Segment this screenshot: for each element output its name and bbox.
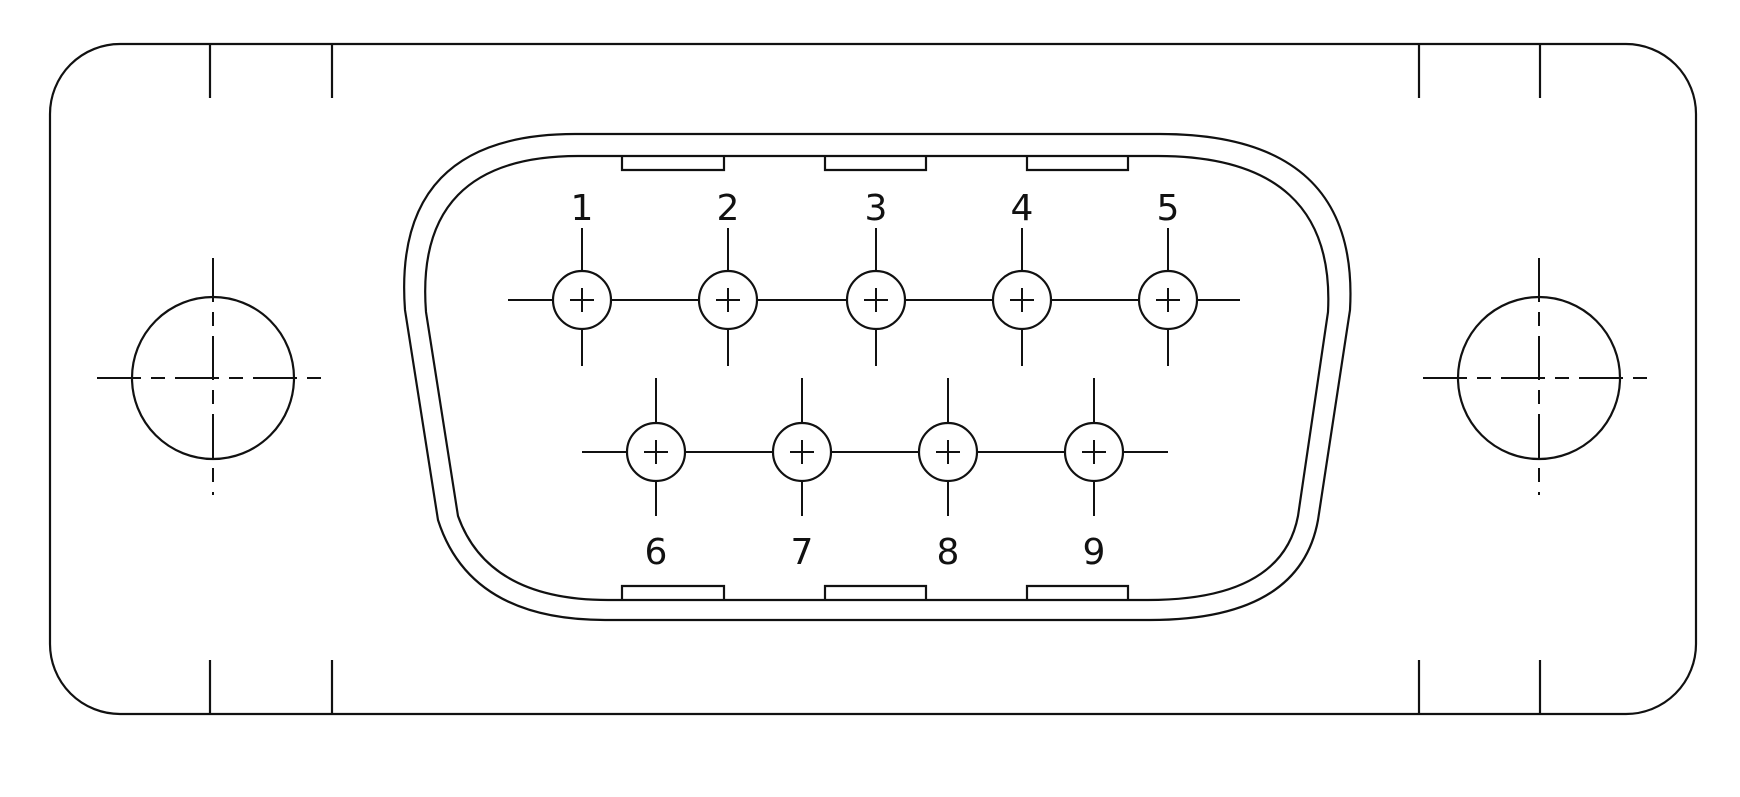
pin-4 (991, 228, 1053, 366)
top-pin-row (551, 228, 1199, 366)
left-mounting-hole (97, 258, 329, 495)
pin-label-7: 7 (791, 532, 814, 573)
bottom-pin-labels: 6 7 8 9 (645, 532, 1106, 573)
pin-3 (845, 228, 907, 366)
pin-label-3: 3 (865, 188, 888, 229)
pin-label-1: 1 (571, 188, 594, 229)
pin-label-5: 5 (1157, 188, 1180, 229)
pin-label-4: 4 (1011, 188, 1034, 229)
pin-2 (697, 228, 759, 366)
shell-dimples (620, 156, 1130, 600)
bottom-pin-row (625, 378, 1125, 516)
d-shell-outer (403, 132, 1352, 622)
top-pin-labels: 1 2 3 4 5 (571, 188, 1180, 229)
pin-label-6: 6 (645, 532, 668, 573)
d-shell-inner (424, 154, 1330, 602)
pin-9 (1063, 378, 1125, 516)
connector-flange-outline (48, 42, 1698, 716)
pin-6 (625, 378, 687, 516)
flange-tick-marks (208, 44, 1542, 714)
pin-label-8: 8 (937, 532, 960, 573)
pin-1 (551, 228, 613, 366)
pin-7 (771, 378, 833, 516)
pin-5 (1137, 228, 1199, 366)
right-mounting-hole (1423, 258, 1655, 495)
pin-label-9: 9 (1083, 532, 1106, 573)
pin-8 (917, 378, 979, 516)
pin-label-2: 2 (717, 188, 740, 229)
